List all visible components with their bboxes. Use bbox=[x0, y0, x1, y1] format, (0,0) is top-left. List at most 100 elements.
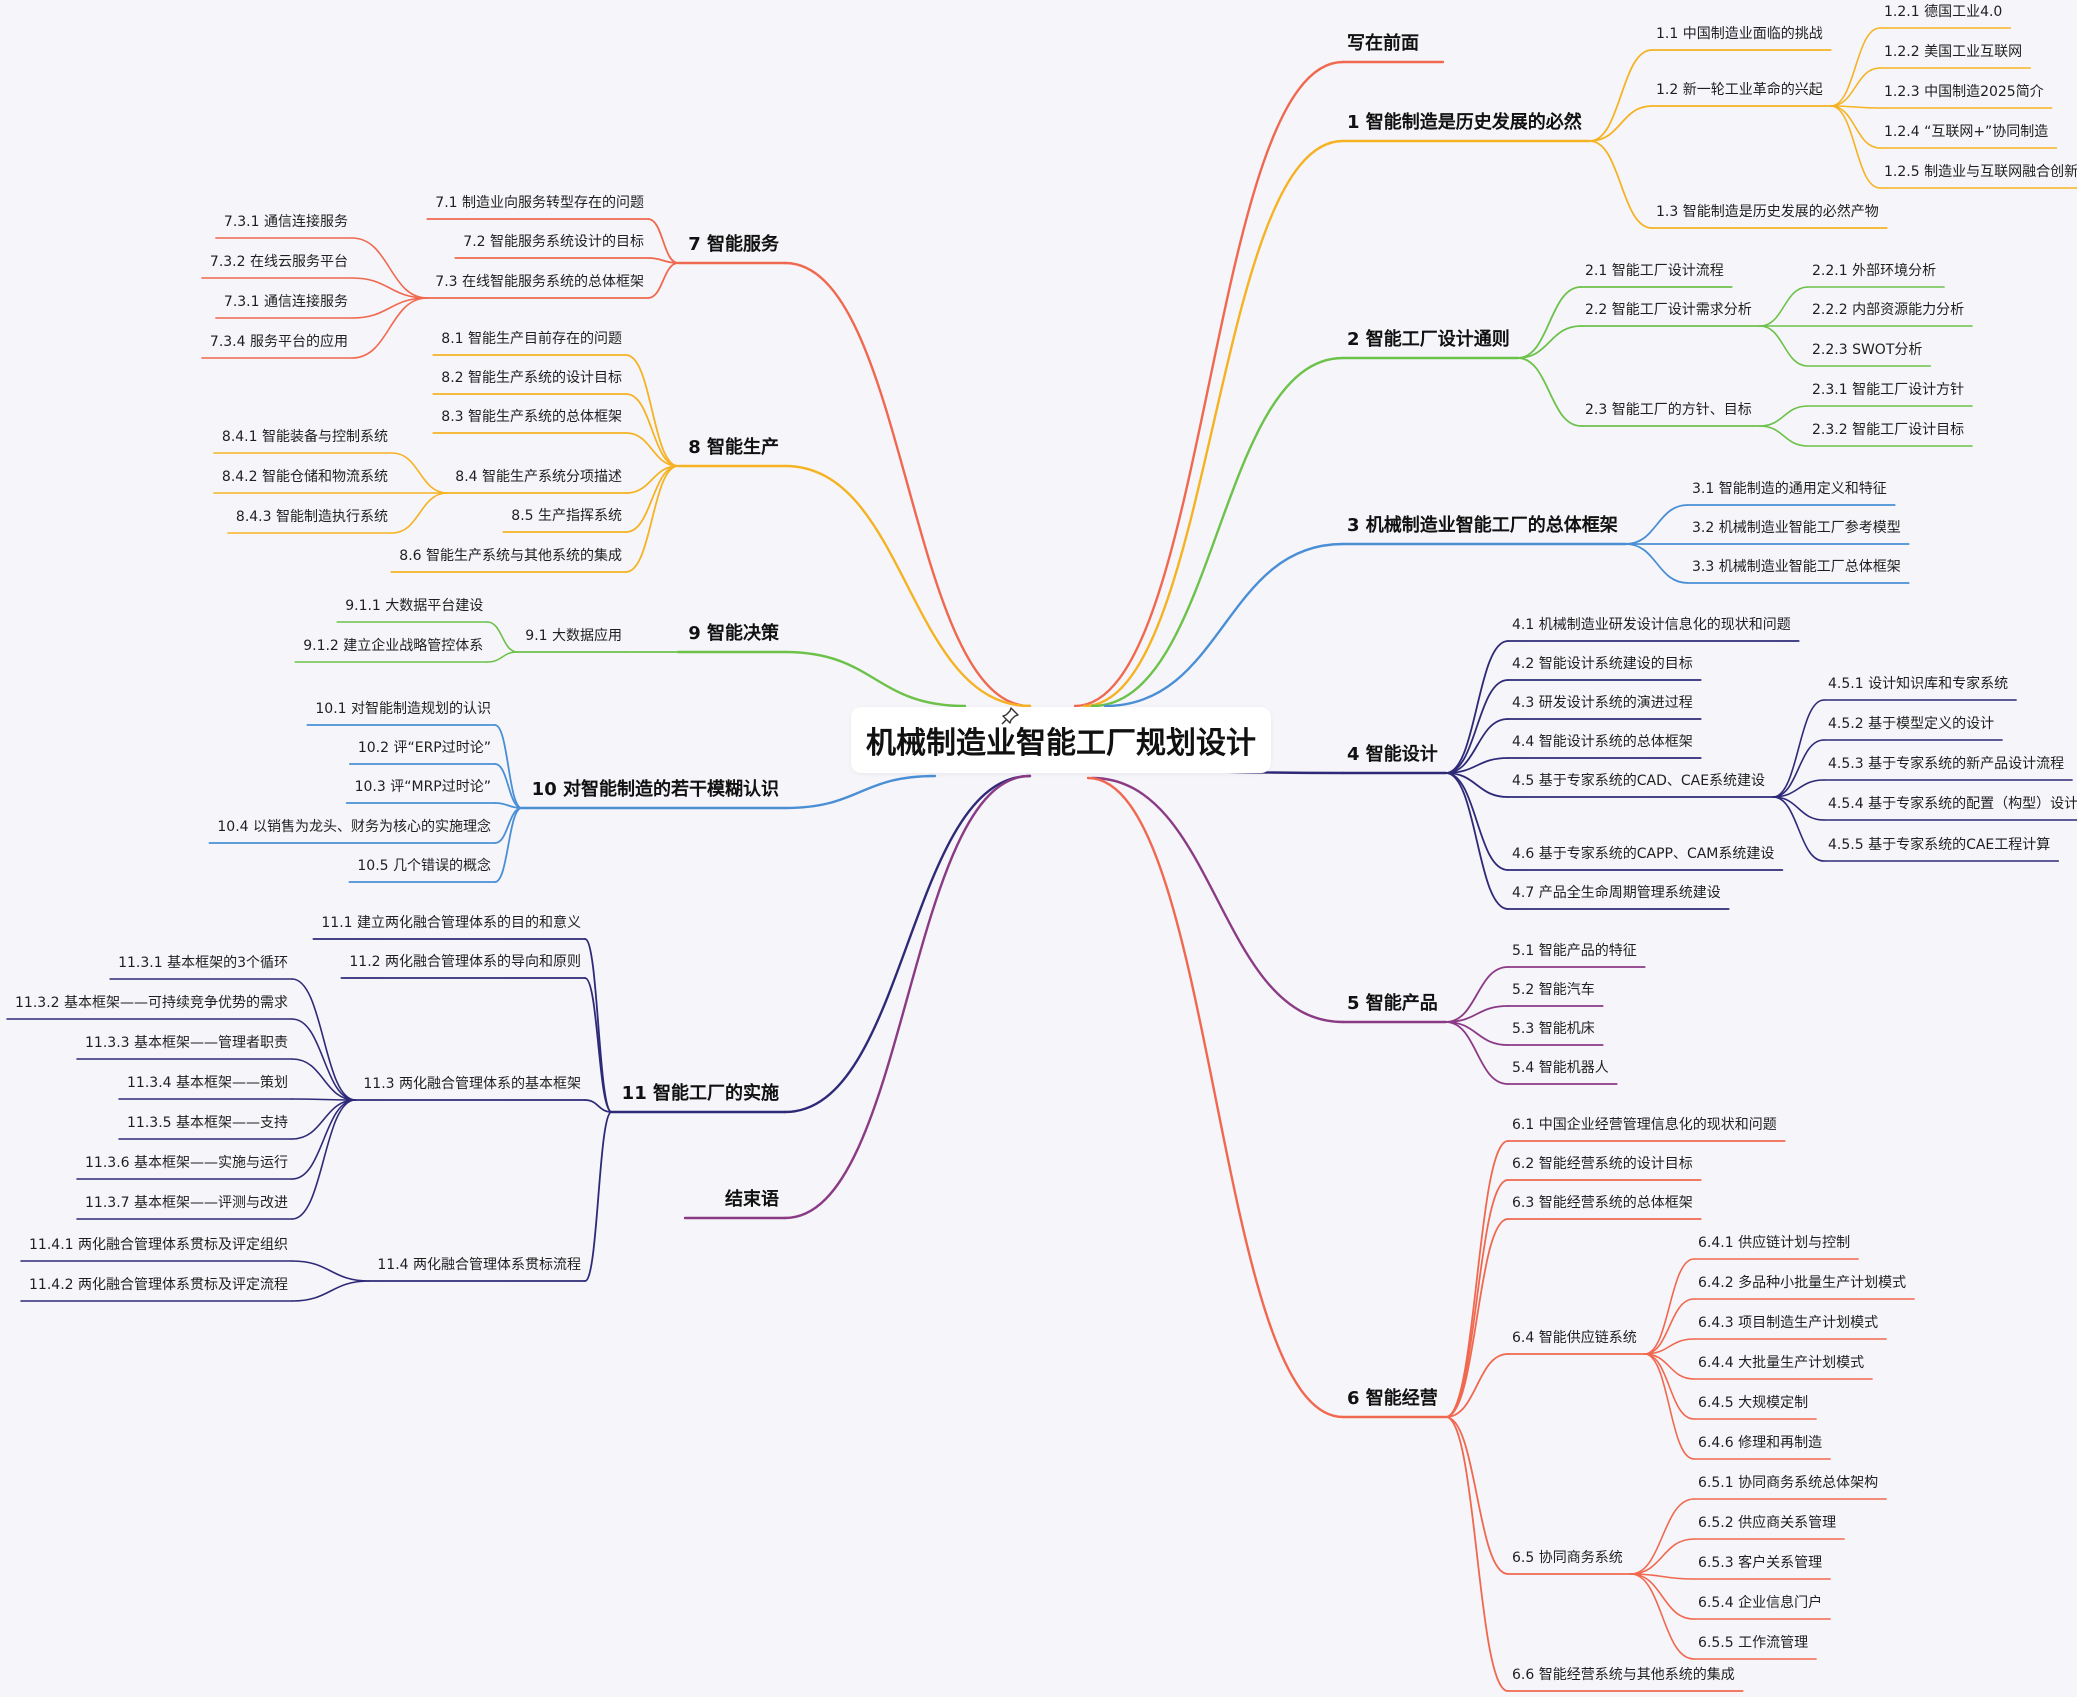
subtopic-l0-2-1[interactable]: 7.3.2 在线云服务平台 bbox=[209, 254, 348, 270]
topic-r4-6[interactable]: 4.7 产品全生命周期管理系统建设 bbox=[1512, 885, 1721, 901]
subtopic-l4-2-3[interactable]: 11.3.4 基本框架——策划 bbox=[127, 1075, 288, 1091]
subtopic-r6-3-5[interactable]: 6.4.6 修理和再制造 bbox=[1698, 1435, 1823, 1451]
subtopic-l0-2-0[interactable]: 7.3.1 通信连接服务 bbox=[223, 214, 348, 230]
subtopic-l1-3-1[interactable]: 8.4.2 智能仓储和物流系统 bbox=[221, 469, 388, 485]
topic-r5-3[interactable]: 5.4 智能机器人 bbox=[1512, 1060, 1609, 1076]
topic-r2-1[interactable]: 2.2 智能工厂设计需求分析 bbox=[1585, 302, 1752, 318]
branch-l4[interactable]: 11 智能工厂的实施 bbox=[621, 1083, 779, 1104]
subtopic-r6-4-4[interactable]: 6.5.5 工作流管理 bbox=[1698, 1635, 1809, 1651]
subtopic-r1-1-2[interactable]: 1.2.3 中国制造2025简介 bbox=[1884, 84, 2044, 100]
topic-r2-2[interactable]: 2.3 智能工厂的方针、目标 bbox=[1585, 402, 1752, 418]
topic-r3-0[interactable]: 3.1 智能制造的通用定义和特征 bbox=[1692, 481, 1887, 497]
topic-l4-0[interactable]: 11.1 建立两化融合管理体系的目的和意义 bbox=[321, 915, 581, 931]
topic-l3-1[interactable]: 10.2 评“ERP过时论” bbox=[357, 740, 491, 756]
topic-l4-1[interactable]: 11.2 两化融合管理体系的导向和原则 bbox=[349, 954, 581, 970]
subtopic-l4-2-1[interactable]: 11.3.2 基本框架——可持续竞争优势的需求 bbox=[15, 995, 288, 1011]
subtopic-l0-2-2[interactable]: 7.3.1 通信连接服务 bbox=[223, 294, 348, 310]
topic-r5-0[interactable]: 5.1 智能产品的特征 bbox=[1512, 943, 1637, 959]
topic-r6-3[interactable]: 6.4 智能供应链系统 bbox=[1512, 1330, 1637, 1346]
topic-r1-0[interactable]: 1.1 中国制造业面临的挑战 bbox=[1656, 26, 1823, 42]
subtopic-l1-3-0[interactable]: 8.4.1 智能装备与控制系统 bbox=[221, 429, 388, 445]
topic-r3-2[interactable]: 3.3 机械制造业智能工厂总体框架 bbox=[1692, 559, 1901, 575]
subtopic-l1-3-2[interactable]: 8.4.3 智能制造执行系统 bbox=[235, 509, 388, 525]
subtopic-r2-1-1[interactable]: 2.2.2 内部资源能力分析 bbox=[1812, 302, 1965, 318]
subtopic-r6-4-0[interactable]: 6.5.1 协同商务系统总体架构 bbox=[1698, 1475, 1879, 1491]
subtopic-r1-1-4[interactable]: 1.2.5 制造业与互联网融合创新 bbox=[1884, 164, 2077, 180]
topic-r4-4[interactable]: 4.5 基于专家系统的CAD、CAE系统建设 bbox=[1512, 773, 1766, 789]
topic-r6-4[interactable]: 6.5 协同商务系统 bbox=[1512, 1550, 1623, 1566]
branch-l5[interactable]: 结束语 bbox=[725, 1189, 779, 1210]
subtopic-r2-1-2[interactable]: 2.2.3 SWOT分析 bbox=[1812, 342, 1923, 358]
topic-l0-0[interactable]: 7.1 制造业向服务转型存在的问题 bbox=[435, 195, 644, 211]
subtopic-r4-4-0[interactable]: 4.5.1 设计知识库和专家系统 bbox=[1828, 676, 2009, 692]
topic-l1-1[interactable]: 8.2 智能生产系统的设计目标 bbox=[441, 370, 622, 386]
topic-r5-2[interactable]: 5.3 智能机床 bbox=[1512, 1021, 1595, 1037]
subtopic-r4-4-3[interactable]: 4.5.4 基于专家系统的配置（构型）设计 bbox=[1828, 796, 2077, 812]
topic-l4-3[interactable]: 11.4 两化融合管理体系贯标流程 bbox=[377, 1257, 581, 1273]
subtopic-r2-2-0[interactable]: 2.3.1 智能工厂设计方针 bbox=[1812, 382, 1965, 398]
branch-r4[interactable]: 4 智能设计 bbox=[1347, 744, 1438, 765]
topic-l0-2[interactable]: 7.3 在线智能服务系统的总体框架 bbox=[435, 274, 644, 290]
branch-r3[interactable]: 3 机械制造业智能工厂的总体框架 bbox=[1347, 515, 1618, 536]
subtopic-r1-1-1[interactable]: 1.2.2 美国工业互联网 bbox=[1884, 44, 2023, 60]
topic-r1-1[interactable]: 1.2 新一轮工业革命的兴起 bbox=[1656, 82, 1823, 98]
topic-r6-2[interactable]: 6.3 智能经营系统的总体框架 bbox=[1512, 1195, 1693, 1211]
topic-l0-1[interactable]: 7.2 智能服务系统设计的目标 bbox=[463, 234, 644, 250]
topic-r6-1[interactable]: 6.2 智能经营系统的设计目标 bbox=[1512, 1156, 1693, 1172]
branch-l3[interactable]: 10 对智能制造的若干模糊认识 bbox=[531, 779, 779, 800]
subtopic-r6-4-1[interactable]: 6.5.2 供应商关系管理 bbox=[1698, 1515, 1837, 1531]
branch-l0[interactable]: 7 智能服务 bbox=[688, 234, 779, 255]
subtopic-l4-2-2[interactable]: 11.3.3 基本框架——管理者职责 bbox=[85, 1035, 288, 1051]
topic-l1-4[interactable]: 8.5 生产指挥系统 bbox=[511, 508, 622, 524]
subtopic-l2-0-0[interactable]: 9.1.1 大数据平台建设 bbox=[345, 598, 484, 614]
subtopic-r4-4-2[interactable]: 4.5.3 基于专家系统的新产品设计流程 bbox=[1828, 756, 2065, 772]
topic-l3-2[interactable]: 10.3 评“MRP过时论” bbox=[354, 779, 491, 795]
subtopic-l0-2-3[interactable]: 7.3.4 服务平台的应用 bbox=[209, 334, 348, 350]
branch-r1[interactable]: 1 智能制造是历史发展的必然 bbox=[1347, 112, 1582, 133]
subtopic-r6-3-0[interactable]: 6.4.1 供应链计划与控制 bbox=[1698, 1235, 1851, 1251]
topic-l3-0[interactable]: 10.1 对智能制造规划的认识 bbox=[315, 701, 491, 717]
topic-r4-0[interactable]: 4.1 机械制造业研发设计信息化的现状和问题 bbox=[1512, 617, 1791, 633]
topic-r6-0[interactable]: 6.1 中国企业经营管理信息化的现状和问题 bbox=[1512, 1117, 1777, 1133]
topic-r4-2[interactable]: 4.3 研发设计系统的演进过程 bbox=[1512, 695, 1693, 711]
branch-r2[interactable]: 2 智能工厂设计通则 bbox=[1347, 329, 1510, 350]
subtopic-l4-2-6[interactable]: 11.3.7 基本框架——评测与改进 bbox=[85, 1195, 288, 1211]
subtopic-r6-4-3[interactable]: 6.5.4 企业信息门户 bbox=[1698, 1595, 1823, 1611]
branch-r5[interactable]: 5 智能产品 bbox=[1347, 993, 1438, 1014]
subtopic-r2-2-1[interactable]: 2.3.2 智能工厂设计目标 bbox=[1812, 422, 1965, 438]
topic-r5-1[interactable]: 5.2 智能汽车 bbox=[1512, 982, 1595, 998]
subtopic-r6-3-4[interactable]: 6.4.5 大规模定制 bbox=[1698, 1395, 1809, 1411]
topic-l3-4[interactable]: 10.5 几个错误的概念 bbox=[357, 858, 491, 874]
topic-l1-2[interactable]: 8.3 智能生产系统的总体框架 bbox=[441, 409, 622, 425]
topic-r3-1[interactable]: 3.2 机械制造业智能工厂参考模型 bbox=[1692, 520, 1901, 536]
subtopic-r6-3-3[interactable]: 6.4.4 大批量生产计划模式 bbox=[1698, 1355, 1865, 1371]
subtopic-l4-3-0[interactable]: 11.4.1 两化融合管理体系贯标及评定组织 bbox=[29, 1237, 288, 1253]
topic-l1-0[interactable]: 8.1 智能生产目前存在的问题 bbox=[441, 331, 622, 347]
subtopic-r4-4-1[interactable]: 4.5.2 基于模型定义的设计 bbox=[1828, 716, 1995, 732]
subtopic-r6-3-1[interactable]: 6.4.2 多品种小批量生产计划模式 bbox=[1698, 1275, 1907, 1291]
topic-l4-2[interactable]: 11.3 两化融合管理体系的基本框架 bbox=[363, 1076, 581, 1092]
topic-l3-3[interactable]: 10.4 以销售为龙头、财务为核心的实施理念 bbox=[217, 819, 491, 835]
subtopic-r1-1-3[interactable]: 1.2.4 “互联网+”协同制造 bbox=[1884, 124, 2049, 140]
subtopic-l4-2-4[interactable]: 11.3.5 基本框架——支持 bbox=[127, 1115, 288, 1131]
subtopic-r2-1-0[interactable]: 2.2.1 外部环境分析 bbox=[1812, 263, 1937, 279]
topic-r2-0[interactable]: 2.1 智能工厂设计流程 bbox=[1585, 263, 1724, 279]
branch-l2[interactable]: 9 智能决策 bbox=[688, 623, 779, 644]
topic-l2-0[interactable]: 9.1 大数据应用 bbox=[525, 628, 622, 644]
topic-l1-5[interactable]: 8.6 智能生产系统与其他系统的集成 bbox=[399, 548, 622, 564]
topic-r4-5[interactable]: 4.6 基于专家系统的CAPP、CAM系统建设 bbox=[1512, 846, 1775, 862]
branch-r0[interactable]: 写在前面 bbox=[1347, 33, 1419, 54]
topic-r6-5[interactable]: 6.6 智能经营系统与其他系统的集成 bbox=[1512, 1667, 1735, 1683]
topic-l1-3[interactable]: 8.4 智能生产系统分项描述 bbox=[455, 469, 622, 485]
topic-r4-1[interactable]: 4.2 智能设计系统建设的目标 bbox=[1512, 656, 1693, 672]
topic-r4-3[interactable]: 4.4 智能设计系统的总体框架 bbox=[1512, 734, 1693, 750]
subtopic-l2-0-1[interactable]: 9.1.2 建立企业战略管控体系 bbox=[303, 638, 484, 654]
subtopic-l4-3-1[interactable]: 11.4.2 两化融合管理体系贯标及评定流程 bbox=[29, 1277, 288, 1293]
subtopic-r6-4-2[interactable]: 6.5.3 客户关系管理 bbox=[1698, 1555, 1823, 1571]
subtopic-l4-2-0[interactable]: 11.3.1 基本框架的3个循环 bbox=[118, 955, 288, 971]
root-topic[interactable]: 机械制造业智能工厂规划设计 bbox=[851, 707, 1271, 773]
subtopic-l4-2-5[interactable]: 11.3.6 基本框架——实施与运行 bbox=[85, 1155, 288, 1171]
branch-l1[interactable]: 8 智能生产 bbox=[688, 437, 779, 458]
branch-r6[interactable]: 6 智能经营 bbox=[1347, 1388, 1438, 1409]
topic-r1-2[interactable]: 1.3 智能制造是历史发展的必然产物 bbox=[1656, 204, 1879, 220]
